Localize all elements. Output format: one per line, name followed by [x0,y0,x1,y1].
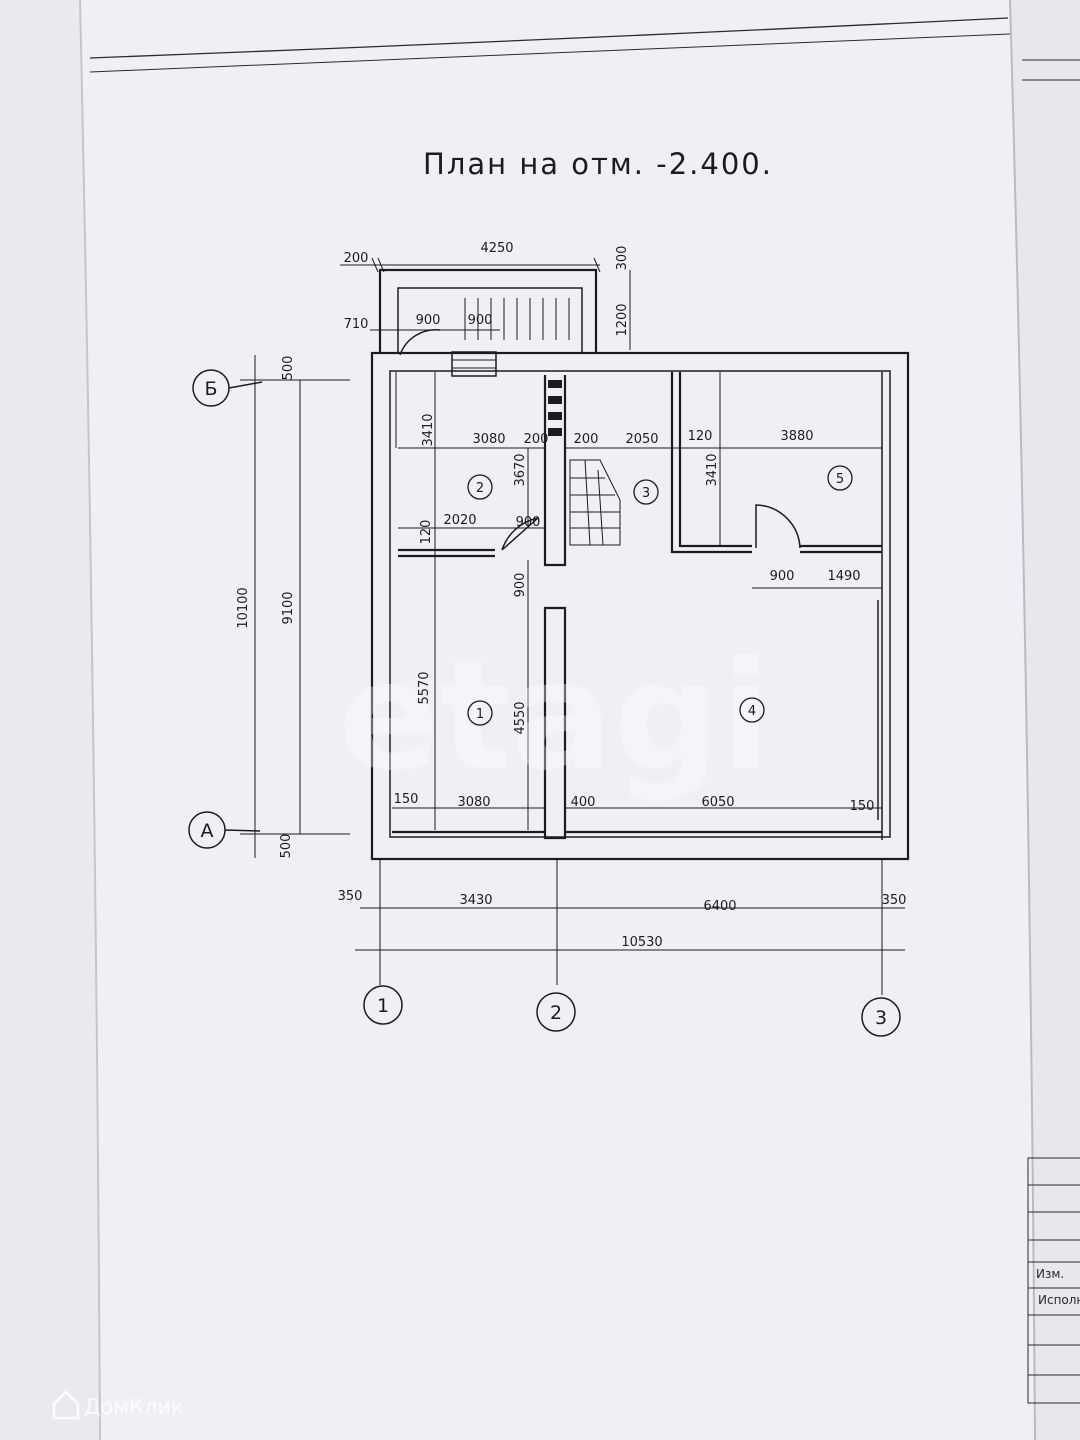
stair-annex-steps [451,298,570,377]
wall-2-3-upper [543,375,567,567]
axis-label-b: Б [204,378,217,400]
dim-r3-200: 200 [574,432,599,447]
dim-stair-900a: 900 [416,313,441,328]
axis-labels: Б А 1 2 3 [201,378,888,1029]
dim-r4-150: 150 [850,799,875,814]
dim-r5-120: 120 [688,429,713,444]
wall-1-4 [543,606,567,840]
dim-left-500-top: 500 [281,356,296,381]
dim-left-500-bottom: 500 [279,834,294,859]
house-icon [52,1390,80,1420]
room-marker-4: 4 [739,697,765,723]
dim-r4-400: 400 [571,795,596,810]
wall-2-1-partition [398,548,495,558]
right-page [1010,0,1080,1440]
axis-marker-3 [861,997,901,1037]
stair-annex-outer [378,268,598,353]
svg-text:4: 4 [748,704,756,719]
page-fold-right [1009,0,1036,1440]
dim-r5-1490: 1490 [827,569,860,584]
plan-title: План на отм. -2.400. [423,147,773,181]
dim-r3-2050: 2050 [625,432,658,447]
stamp-row-1: Изм. [1036,1267,1064,1281]
axis-label-3: 3 [875,1007,887,1029]
axis-marker-1 [363,985,403,1025]
dim-r2-200: 200 [524,432,549,447]
dim-r2-3080: 3080 [472,432,505,447]
stamp-row-2: Исполн [1038,1293,1080,1307]
frame-top-line [89,17,1009,59]
dim-r1-4550: 4550 [513,701,528,734]
dim-r2-3670: 3670 [513,453,528,486]
axis-label-a: А [201,820,214,842]
frame-right-lines [1022,59,1080,81]
room-marker-1: 1 [467,700,493,726]
dimension-lines [240,257,905,995]
svg-text:5: 5 [836,472,844,487]
stair-annex-inner [397,287,583,353]
dim-r1-150: 150 [394,792,419,807]
dim-bot-350a: 350 [338,889,363,904]
axis-marker-2 [536,992,576,1032]
dim-bot-3430: 3430 [459,893,492,908]
axis-label-2: 2 [550,1002,562,1024]
svg-text:3: 3 [642,486,650,501]
dim-bot-6400: 6400 [703,899,736,914]
dim-r2-door-900: 900 [516,515,541,530]
svg-text:1: 1 [476,707,484,722]
dim-r4-6050: 6050 [701,795,734,810]
dim-r1-5570: 5570 [417,671,432,704]
dim-stair-1200: 1200 [615,303,630,336]
dim-r1-3080: 3080 [457,795,490,810]
left-page [0,0,100,1440]
domclick-logo: ДомКлик [52,1390,184,1420]
main-page [80,0,1035,1440]
dim-r5-3880: 3880 [780,429,813,444]
walls [370,268,910,861]
dimension-labels: 200 4250 300 710 900 900 1200 500 10100 … [236,241,906,950]
room-marker-3: 3 [633,479,659,505]
outer-wall [370,351,910,861]
dim-bot-10530: 10530 [621,935,662,950]
wall-5-left [670,372,752,554]
page-fold-left [79,0,101,1440]
dim-left-9100: 9100 [281,591,296,624]
room-marker-2: 2 [467,474,493,500]
dim-r2-120: 120 [419,520,434,545]
watermark: etagi [338,630,771,804]
door-room-2 [501,517,539,551]
dim-r1-900: 900 [513,573,528,598]
title-block [1027,1157,1080,1404]
room-marker-5: 5 [827,465,853,491]
wall-4-right [877,372,883,840]
dim-top-200: 200 [344,251,369,266]
room-markers: 2 3 5 1 4 [467,465,853,726]
dim-r2-3410: 3410 [421,413,436,446]
brand-name: ДомКлик [84,1395,184,1419]
dim-top-300: 300 [615,246,630,271]
axis-label-1: 1 [377,995,389,1017]
inner-stair-steps [569,459,621,546]
wall-5-bottom [800,544,882,554]
dim-r2-2020: 2020 [443,513,476,528]
dim-r5-3410: 3410 [705,453,720,486]
dim-top-4250: 4250 [480,241,513,256]
dim-r5-door-900: 900 [770,569,795,584]
inner-wall-outline [389,370,891,838]
svg-text:2: 2 [476,481,484,496]
wall-2-3-columns [548,380,562,436]
dim-stair-710: 710 [344,317,369,332]
dim-stair-900b: 900 [468,313,493,328]
door-room-5 [755,504,801,549]
dim-bot-350b: 350 [882,893,907,908]
dim-left-10100: 10100 [236,587,251,628]
axis-markers [188,369,901,1037]
